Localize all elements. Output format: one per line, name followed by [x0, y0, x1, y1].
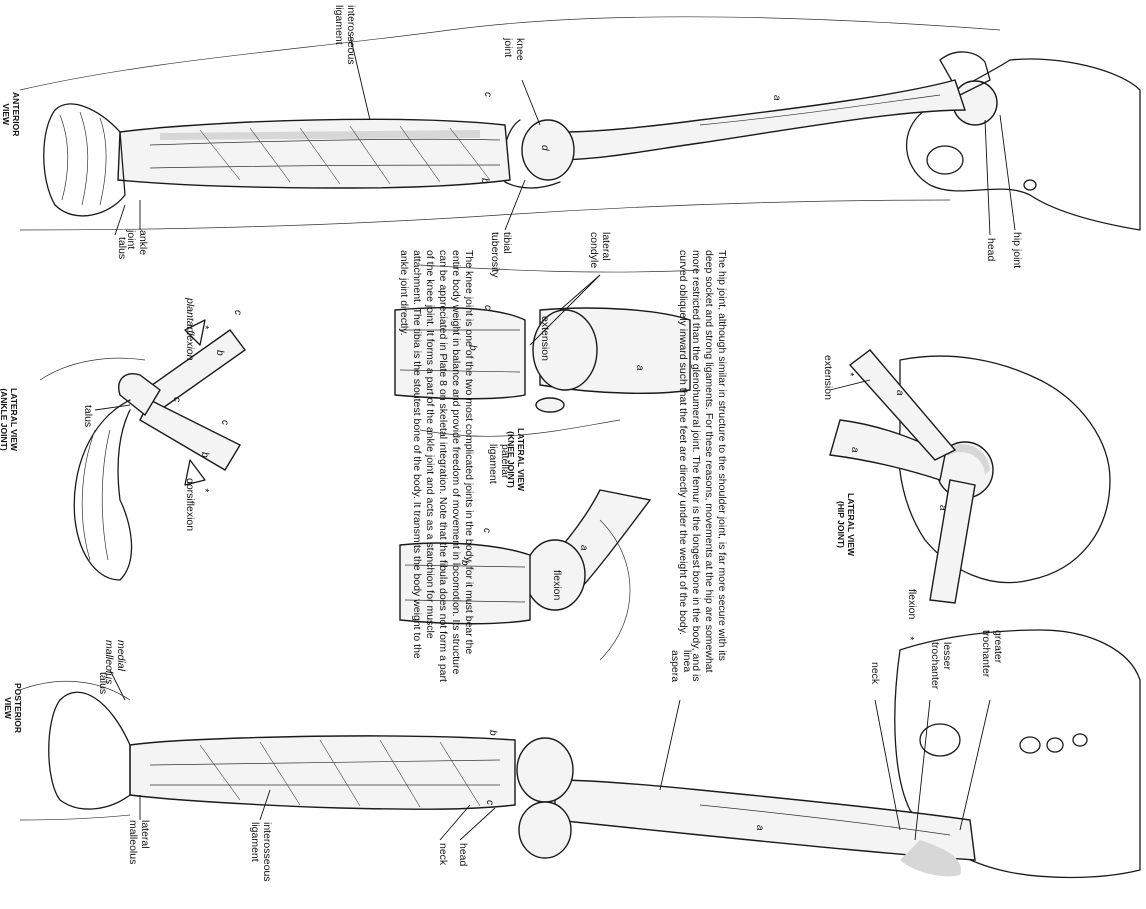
label-tibial-tuberosity: tibial tuberosity — [489, 232, 512, 278]
label-lateral-condyle: lateral condyle — [588, 232, 611, 268]
hip-description-paragraph: The hip joint, although similar in struc… — [676, 250, 728, 685]
label-head-top: head — [985, 238, 997, 261]
label-talus-bottom: talus — [97, 672, 109, 694]
letter-b-ankle-2: b — [199, 452, 210, 458]
letter-b-ankle-1: b — [214, 350, 225, 356]
label-flexion-knee: flexion — [551, 570, 563, 600]
star-ankle-1: * — [199, 325, 210, 329]
letter-a-hip-3: a — [937, 505, 948, 511]
label-neck-femur: neck — [869, 662, 881, 684]
label-head-bottom: head — [457, 843, 469, 866]
label-plantarflexion: plantarflexion — [184, 298, 196, 360]
label-ankle-joint: ankle joint — [125, 230, 148, 255]
hip-joint-drawing — [830, 350, 1110, 603]
letter-c-top: c — [482, 92, 493, 97]
letter-a-hip-1: a — [894, 390, 905, 396]
label-lesser-trochanter: lesser trochanter — [929, 642, 952, 689]
label-lateral-malleolus: lateral malleolus — [127, 820, 150, 864]
star-hip-1: * — [844, 372, 855, 376]
letter-c-knee-ext: c — [482, 305, 493, 310]
letter-c-knee-flex: c — [481, 528, 492, 533]
letter-b-bottom: b — [487, 730, 498, 736]
knee-description-paragraph: The knee joint is one of the two most co… — [397, 250, 475, 682]
letter-a-femur-bottom: a — [754, 825, 765, 831]
label-interosseous-ligament-bottom: interosseous ligament — [249, 822, 272, 882]
letter-c-ankle-2: c — [219, 420, 230, 425]
letter-a-knee-flex: a — [578, 545, 589, 551]
star-hip-2: * — [904, 636, 915, 640]
label-extension-knee: extension — [539, 316, 551, 361]
star-ankle-2: * — [199, 488, 210, 492]
letter-a-hip-2: a — [849, 447, 860, 453]
letter-c-ankle-1: c — [232, 310, 243, 315]
hip-view-title: LATERAL VIEW (HIP JOINT) — [836, 493, 855, 556]
label-talus-ankle: talus — [82, 405, 94, 427]
label-flexion-hip: flexion — [906, 589, 918, 619]
letter-a-femur-top: a — [771, 95, 782, 101]
anterior-view-title: ANTERIOR VIEW — [1, 92, 20, 136]
label-patellar-ligament: patellar ligament — [487, 444, 510, 484]
label-greater-trochanter: greater trochanter — [980, 630, 1003, 677]
label-knee-joint: knee joint — [502, 38, 525, 61]
letter-b-top: b — [479, 178, 490, 184]
ankle-joint-drawing — [40, 320, 245, 580]
posterior-leg-drawing — [20, 630, 1140, 878]
label-extension-hip: extension — [822, 355, 834, 400]
letter-a-knee-ext: a — [634, 365, 645, 371]
label-talus-top: talus — [116, 237, 128, 259]
label-hip-joint: hip joint — [1011, 232, 1023, 268]
letter-c-bottom: c — [484, 800, 495, 805]
anterior-leg-drawing — [20, 17, 1140, 235]
ankle-view-title: LATERAL VIEW (ANKLE JOINT) — [0, 388, 18, 451]
label-neck-bottom: neck — [437, 843, 449, 865]
letter-d-top: d — [539, 145, 550, 151]
letter-c-ankle-3: c — [171, 397, 182, 402]
posterior-view-title: POSTERIOR VIEW — [3, 683, 22, 733]
label-interosseous-ligament-top: interosseous ligament — [333, 5, 356, 65]
label-dorsiflexion: dorsiflexion — [184, 478, 196, 531]
